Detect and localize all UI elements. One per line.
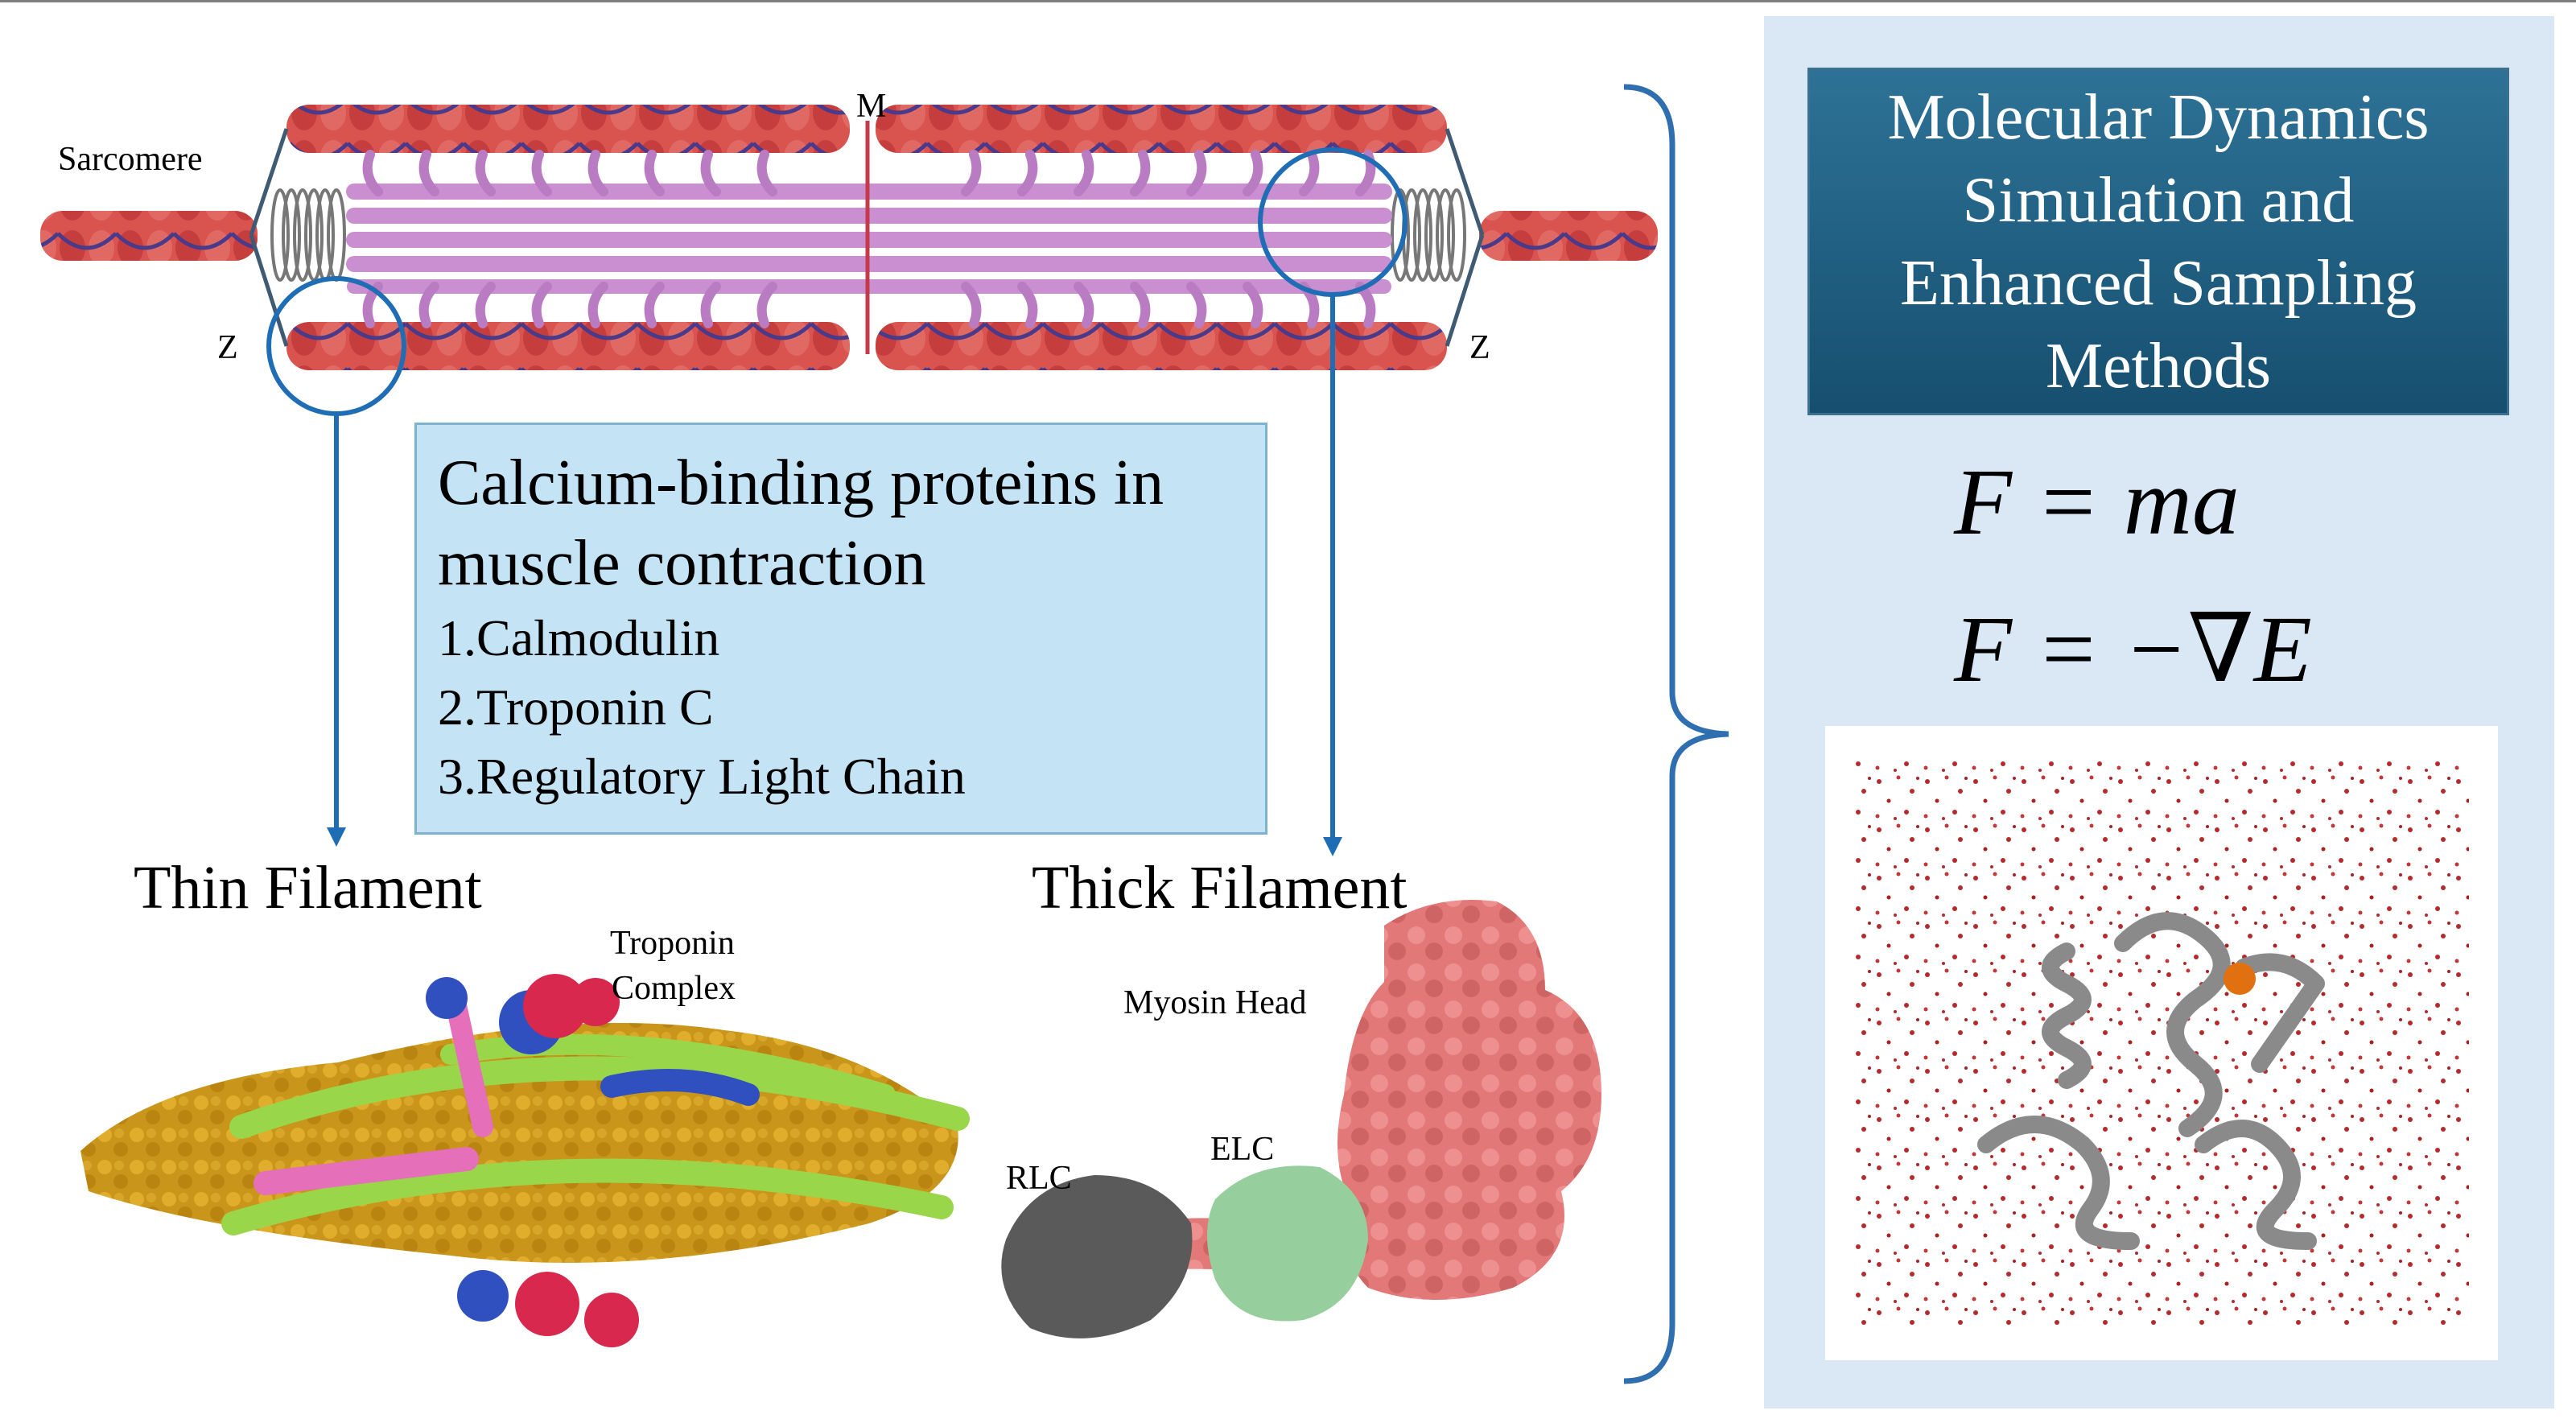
z-line-left [249,128,289,347]
infobox-item-rlc: 3.Regulatory Light Chain [438,748,966,805]
actin-bottom-left [286,322,850,370]
titin-spring-left [270,188,346,282]
equation-newton: F = ma [1954,449,2240,555]
label-rlc: RLC [1006,1160,1072,1197]
md-title-line4: Methods [2046,331,2271,402]
infobox-title-line2: muscle contraction [438,528,926,599]
md-title-line2: Simulation and [1962,165,2355,236]
protein-ribbon [1977,912,2325,1250]
actin-outer-right [1479,211,1658,261]
label-z-right: Z [1469,329,1490,366]
md-title-box: Molecular Dynamics Simulation and Enhanc… [1807,68,2509,415]
actin-top-left [286,105,850,153]
infobox-title-line1: Calcium-binding proteins in [438,448,1164,518]
label-troponin-1: Troponin [610,925,735,962]
label-m-line: M [856,88,887,125]
myosin-model [1001,900,1601,1338]
label-thick-filament: Thick Filament [1032,854,1408,922]
actin-outer-left [40,211,258,261]
infobox-item-calmodulin: 1.Calmodulin [438,609,720,666]
label-myosin-head: Myosin Head [1123,984,1307,1021]
water-molecules [1854,755,2469,1328]
z-line-right [1445,128,1485,347]
label-thin-filament: Thin Filament [134,854,482,922]
equation-gradient: F = −∇E [1954,596,2312,702]
label-troponin-2: Complex [612,970,736,1007]
md-title-line3: Enhanced Sampling [1899,248,2417,319]
arrow-head-thick [1323,837,1342,856]
arrow-head-thin [327,827,346,847]
simulation-render [1854,755,2469,1328]
label-z-left: Z [217,329,238,366]
calcium-ion [2224,963,2256,995]
actin-bottom-right [876,322,1447,370]
label-elc: ELC [1210,1131,1275,1168]
md-title-line1: Molecular Dynamics [1887,82,2430,153]
simulation-box [1825,726,2498,1360]
calcium-proteins-box: Calcium-binding proteins in muscle contr… [414,423,1267,835]
actin-top-right [876,105,1447,153]
sarcomere-illustration [40,105,1658,856]
thin-filament-model [80,974,970,1347]
infobox-item-troponin-c: 2.Troponin C [438,679,714,736]
top-rule [0,0,2576,2]
brace [1623,84,1729,1384]
label-sarcomere: Sarcomere [58,141,203,178]
